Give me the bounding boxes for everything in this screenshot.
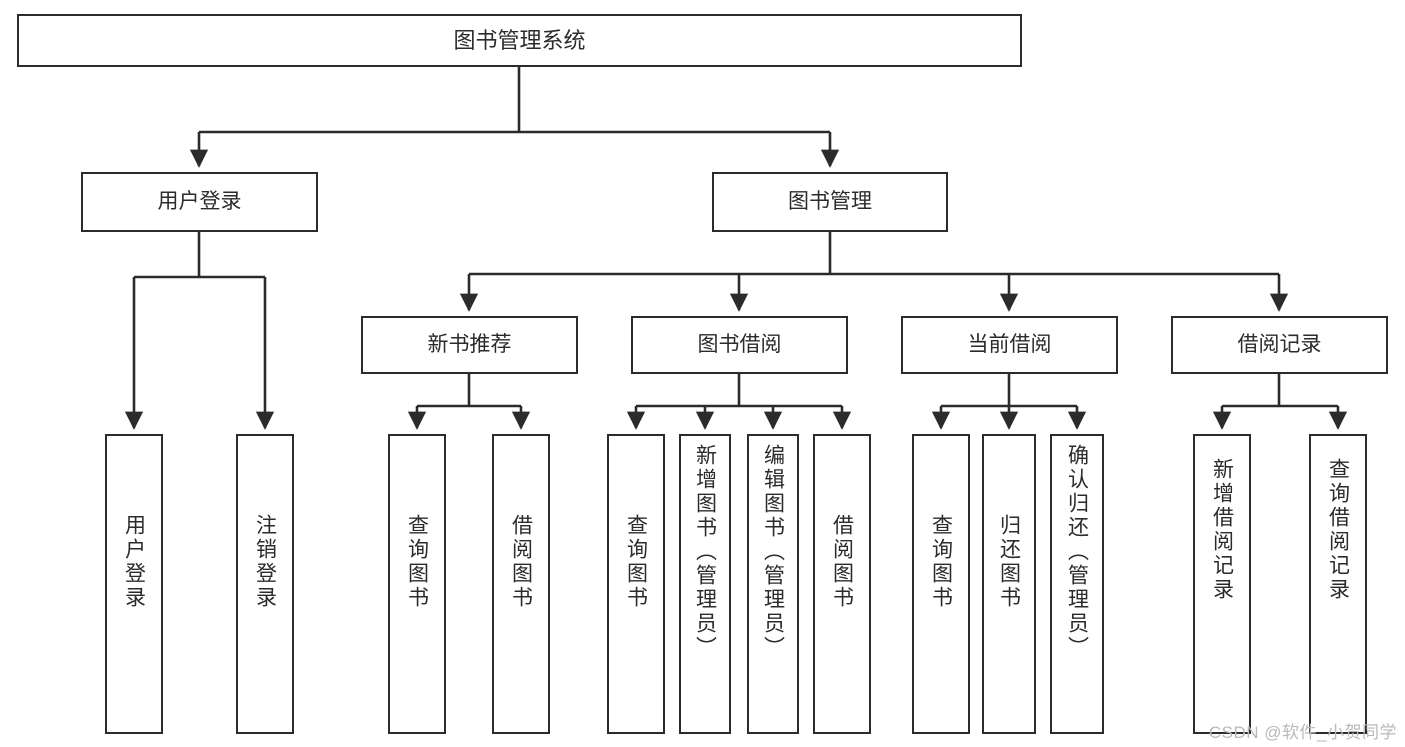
node-leaf-logout[interactable]: 注销登录 bbox=[236, 434, 294, 734]
node-leaf-return-book[interactable]: 归还图书 bbox=[982, 434, 1036, 734]
node-leaf-add-borrow-record[interactable]: 新增借阅记录 bbox=[1193, 434, 1251, 734]
node-label: 用户登录 bbox=[122, 514, 146, 610]
node-new-book-recommendation[interactable]: 新书推荐 bbox=[361, 316, 578, 374]
node-label: 注销登录 bbox=[253, 514, 277, 610]
node-label: 查询图书 bbox=[405, 514, 429, 610]
node-book-borrow[interactable]: 图书借阅 bbox=[631, 316, 848, 374]
node-label: 借阅记录 bbox=[1237, 332, 1322, 356]
node-label: 新增借阅记录 bbox=[1210, 458, 1234, 602]
node-leaf-borrow-book[interactable]: 借阅图书 bbox=[813, 434, 871, 734]
node-label: 借阅图书 bbox=[509, 514, 533, 610]
node-current-borrow[interactable]: 当前借阅 bbox=[901, 316, 1118, 374]
node-label: 借阅图书 bbox=[830, 514, 854, 610]
node-leaf-confirm-return-admin[interactable]: 确认归还（管理员） bbox=[1050, 434, 1104, 734]
node-label: 查询图书 bbox=[929, 514, 953, 610]
node-label: 新书推荐 bbox=[427, 332, 512, 356]
watermark-csdn: CSDN @软件_小贺同学 bbox=[1208, 723, 1397, 742]
node-root-book-management-system[interactable]: 图书管理系统 bbox=[17, 14, 1022, 67]
node-leaf-query-borrow-record[interactable]: 查询借阅记录 bbox=[1309, 434, 1367, 734]
node-label: 查询图书 bbox=[624, 514, 648, 610]
node-label: 新增图书（管理员） bbox=[693, 444, 717, 660]
node-label: 确认归还（管理员） bbox=[1065, 444, 1089, 660]
node-leaf-query-book-new[interactable]: 查询图书 bbox=[388, 434, 446, 734]
node-label: 图书借阅 bbox=[697, 332, 782, 356]
node-leaf-add-book-admin[interactable]: 新增图书（管理员） bbox=[679, 434, 731, 734]
node-label: 图书管理系统 bbox=[453, 27, 586, 53]
node-label: 归还图书 bbox=[997, 514, 1021, 610]
node-label: 编辑图书（管理员） bbox=[761, 444, 785, 660]
node-label: 用户登录 bbox=[157, 189, 242, 213]
node-book-management[interactable]: 图书管理 bbox=[712, 172, 948, 232]
node-label: 查询借阅记录 bbox=[1326, 458, 1350, 602]
node-leaf-query-book-borrow[interactable]: 查询图书 bbox=[607, 434, 665, 734]
node-label: 图书管理 bbox=[788, 189, 872, 213]
node-leaf-edit-book-admin[interactable]: 编辑图书（管理员） bbox=[747, 434, 799, 734]
node-borrow-record[interactable]: 借阅记录 bbox=[1171, 316, 1388, 374]
node-label: 当前借阅 bbox=[967, 332, 1052, 356]
node-user-login[interactable]: 用户登录 bbox=[81, 172, 318, 232]
node-leaf-user-login[interactable]: 用户登录 bbox=[105, 434, 163, 734]
node-leaf-query-book-current[interactable]: 查询图书 bbox=[912, 434, 970, 734]
node-leaf-borrow-book-new[interactable]: 借阅图书 bbox=[492, 434, 550, 734]
